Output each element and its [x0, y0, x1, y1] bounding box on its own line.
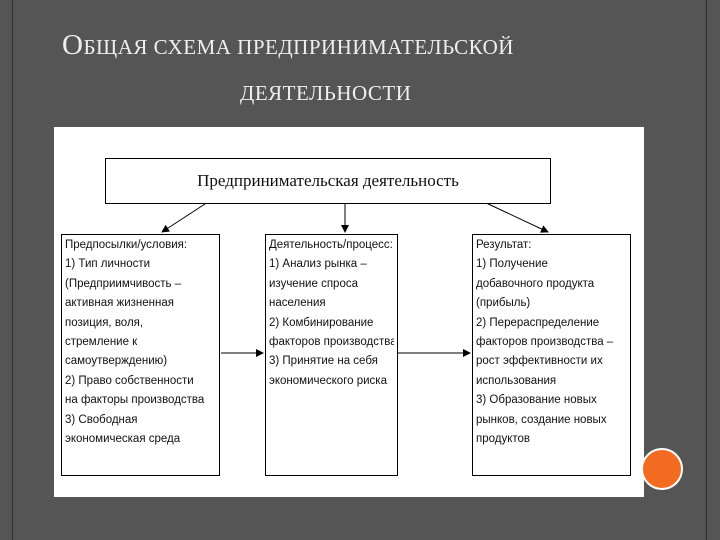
preconditions-box: Предпосылки/условия: 1) Тип личности (Пред… — [61, 234, 220, 476]
box-text-line: факторов производства – — [476, 336, 614, 349]
box-text-line: стремление к — [65, 336, 138, 349]
slide-title-line-1: ОБЩАЯ СХЕМА ПРЕДПРИНИМАТЕЛЬСКОЙ — [62, 30, 662, 62]
box-text-line: самоутверждению) — [65, 355, 168, 368]
box-text-line: экономического риска — [269, 374, 387, 387]
box-text-line: Результат: — [476, 239, 532, 251]
arrow-top-to-right — [483, 201, 549, 233]
arrow-top-to-left — [161, 201, 209, 233]
box-text-line: 2) Перераспределение — [476, 316, 600, 329]
box-text-line: Предпосылки/условия: — [65, 239, 188, 251]
box-text-line: добавочного продукта — [476, 277, 595, 290]
slide-title-line-2: ДЕЯТЕЛЬНОСТИ — [240, 81, 412, 105]
box-text-line: рынков, создание новых — [476, 413, 607, 426]
box-text-line: 3) Свободная — [65, 413, 138, 426]
box-text-line: факторов производства — [269, 336, 394, 349]
box-text-line: 3) Образование новых — [476, 394, 597, 407]
box-text-line: населения — [269, 297, 326, 310]
box-text-line: 1) Получение — [476, 258, 548, 271]
box-text-line: продуктов — [476, 433, 531, 446]
box-text-line: 1) Тип личности — [65, 258, 151, 271]
box-text-line: Деятельность/процесс: — [269, 239, 393, 251]
box-text-line: позиция, воля, — [65, 316, 144, 329]
slide-title: ОБЩАЯ СХЕМА ПРЕДПРИНИМАТЕЛЬСКОЙ ДЕЯТЕЛЬН… — [62, 30, 662, 108]
process-box: Деятельность/процесс: 1) Анализ рынка – из… — [265, 234, 398, 476]
box-text-line: активная жизненная — [65, 297, 174, 310]
box-text-line: использования — [476, 374, 557, 387]
box-text-line: (прибыль) — [476, 297, 531, 310]
title-first-letter: О — [62, 29, 84, 61]
box-text-line: на факторы производства — [65, 394, 205, 407]
box-text-line: экономическая среда — [65, 433, 181, 446]
frame-line-right — [706, 0, 707, 540]
top-box-entrepreneurial-activity: Предпринимательская деятельность — [105, 158, 551, 204]
box-text-line: рост эффективности их — [476, 355, 603, 368]
decorative-orange-circle — [641, 448, 683, 490]
title-line-1-rest: БЩАЯ СХЕМА ПРЕДПРИНИМАТЕЛЬСКОЙ — [83, 35, 514, 59]
box-text-line: 2) Право собственности — [65, 374, 194, 387]
box-text-line: 2) Комбинирование — [269, 316, 374, 329]
frame-line-left — [12, 0, 13, 540]
box-text-line: (Предприимчивость – — [65, 277, 182, 290]
result-box: Результат: 1) Получение добавочного продук… — [472, 234, 631, 476]
box-text-line: 1) Анализ рынка – — [269, 258, 367, 271]
box-text-line: 3) Принятие на себя — [269, 355, 378, 368]
box-text-line: изучение спроса — [269, 277, 358, 290]
